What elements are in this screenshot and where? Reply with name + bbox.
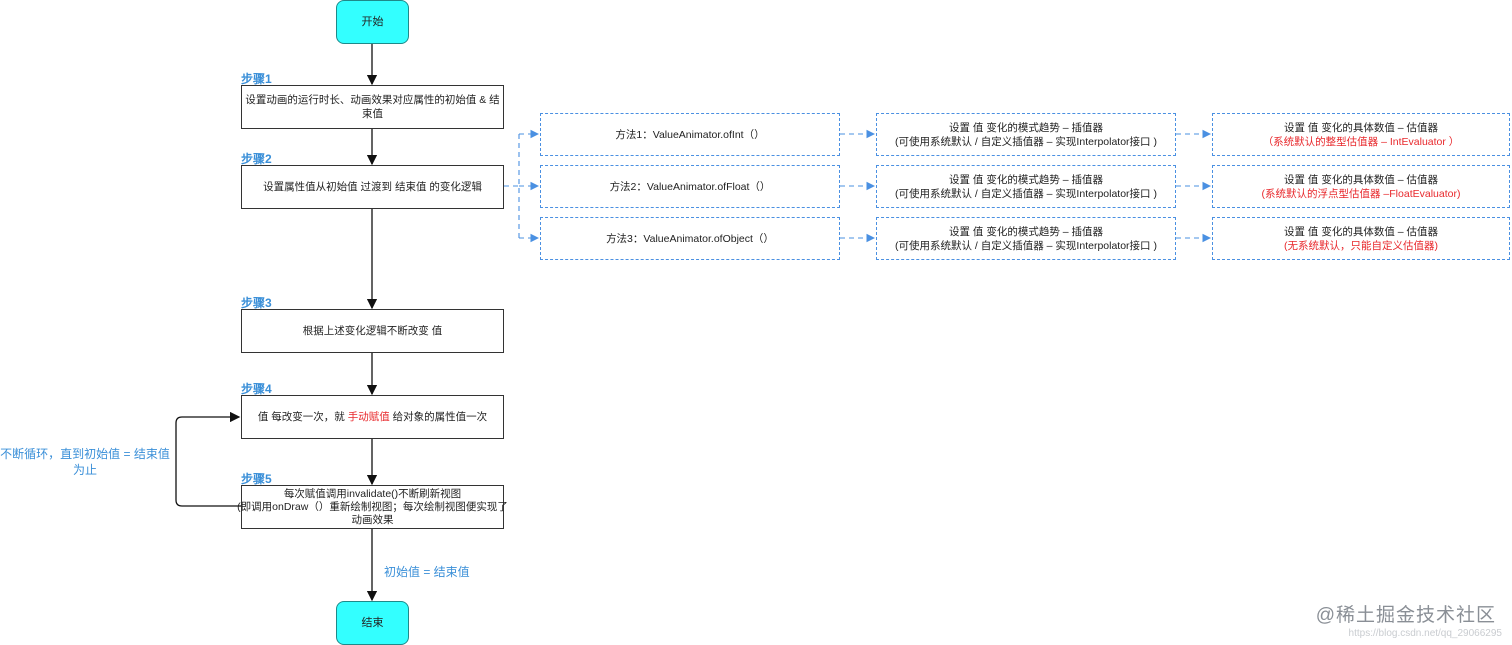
- method3-box: 方法3：ValueAnimator.ofObject（）: [540, 217, 840, 260]
- end-condition-label: 初始值 = 结束值: [384, 565, 470, 579]
- interpolator2-line1: 设置 值 变化的模式趋势 – 插值器: [948, 173, 1103, 186]
- step2-box: 设置属性值从初始值 过渡到 结束值 的变化逻辑: [241, 165, 504, 209]
- step3-label: 步骤3: [241, 296, 272, 310]
- end-label: 结束: [361, 617, 384, 629]
- evaluator3-line1: 设置 值 变化的具体数值 – 估值器: [1283, 225, 1438, 238]
- method1-box: 方法1：ValueAnimator.ofInt（）: [540, 113, 840, 156]
- interpolator3-box: 设置 值 变化的模式趋势 – 插值器 (可使用系统默认 / 自定义插值器 – 实…: [876, 217, 1176, 260]
- evaluator2-line1: 设置 值 变化的具体数值 – 估值器: [1283, 173, 1438, 186]
- interpolator3-line1: 设置 值 变化的模式趋势 – 插值器: [948, 225, 1103, 238]
- method2-box: 方法2：ValueAnimator.ofFloat（）: [540, 165, 840, 208]
- method3-text: 方法3：ValueAnimator.ofObject（）: [606, 232, 774, 245]
- step2-label: 步骤2: [241, 152, 272, 166]
- loop-note-line1: 不断循环，直到初始值 = 结束值: [0, 447, 170, 461]
- step4-text-after: 给对象的属性值一次: [389, 411, 488, 423]
- step5-text-line1: 每次赋值调用invalidate()不断刷新视图: [283, 487, 462, 500]
- interpolator1-box: 设置 值 变化的模式趋势 – 插值器 (可使用系统默认 / 自定义插值器 – 实…: [876, 113, 1176, 156]
- step4-text-highlight: 手动赋值: [347, 411, 390, 423]
- step2-text: 设置属性值从初始值 过渡到 结束值 的变化逻辑: [263, 181, 482, 193]
- step1-text: 设置动画的运行时长、动画效果对应属性的初始值 & 结束值: [245, 94, 500, 120]
- step3-box: 根据上述变化逻辑不断改变 值: [241, 309, 504, 353]
- step3-text: 根据上述变化逻辑不断改变 值: [302, 325, 443, 337]
- step5-box: 每次赋值调用invalidate()不断刷新视图 (即调用onDraw（）重新绘…: [237, 485, 508, 529]
- step5-label: 步骤5: [241, 472, 272, 486]
- interpolator2-box: 设置 值 变化的模式趋势 – 插值器 (可使用系统默认 / 自定义插值器 – 实…: [876, 165, 1176, 208]
- step4-text: 值 每改变一次，就 手动赋值 给对象的属性值一次: [258, 410, 487, 424]
- interpolator1-line2: (可使用系统默认 / 自定义插值器 – 实现Interpolator接口 ): [895, 135, 1157, 148]
- interpolator1-line1: 设置 值 变化的模式趋势 – 插值器: [948, 121, 1103, 134]
- step4-box: 值 每改变一次，就 手动赋值 给对象的属性值一次: [241, 395, 504, 439]
- step4-text-before: 值 每改变一次，就: [257, 411, 348, 423]
- evaluator3-box: 设置 值 变化的具体数值 – 估值器 (无系统默认，只能自定义估值器): [1212, 217, 1510, 260]
- step5-text-line2: (即调用onDraw（）重新绘制视图；每次绘制视图便实现了: [237, 500, 508, 513]
- step5-text-line3: 动画效果: [351, 513, 394, 526]
- evaluator1-line1: 设置 值 变化的具体数值 – 估值器: [1283, 121, 1438, 134]
- watermark-url: https://blog.csdn.net/qq_29066295: [1348, 628, 1502, 639]
- method1-text: 方法1：ValueAnimator.ofInt（）: [615, 128, 765, 141]
- evaluator3-line2: (无系统默认，只能自定义估值器): [1284, 239, 1438, 252]
- step1-label: 步骤1: [241, 72, 272, 86]
- interpolator3-line2: (可使用系统默认 / 自定义插值器 – 实现Interpolator接口 ): [895, 239, 1157, 252]
- loop-note: 不断循环，直到初始值 = 结束值 为止: [0, 446, 170, 478]
- step4-label: 步骤4: [241, 382, 272, 396]
- evaluator2-box: 设置 值 变化的具体数值 – 估值器 (系统默认的浮点型估值器 –FloatEv…: [1212, 165, 1510, 208]
- loop-back-arrow: [175, 411, 241, 507]
- start-node: 开始: [336, 0, 409, 44]
- evaluator1-line2: （系统默认的整型估值器 – IntEvaluator ）: [1262, 135, 1460, 148]
- evaluator2-line2: (系统默认的浮点型估值器 –FloatEvaluator): [1261, 187, 1461, 200]
- start-label: 开始: [361, 16, 384, 28]
- method2-text: 方法2：ValueAnimator.ofFloat（）: [609, 180, 771, 193]
- watermark: @稀土掘金技术社区: [1315, 605, 1496, 626]
- end-node: 结束: [336, 601, 409, 645]
- interpolator2-line2: (可使用系统默认 / 自定义插值器 – 实现Interpolator接口 ): [895, 187, 1157, 200]
- step1-box: 设置动画的运行时长、动画效果对应属性的初始值 & 结束值: [241, 85, 504, 129]
- loop-note-line2: 为止: [72, 463, 97, 477]
- evaluator1-box: 设置 值 变化的具体数值 – 估值器 （系统默认的整型估值器 – IntEval…: [1212, 113, 1510, 156]
